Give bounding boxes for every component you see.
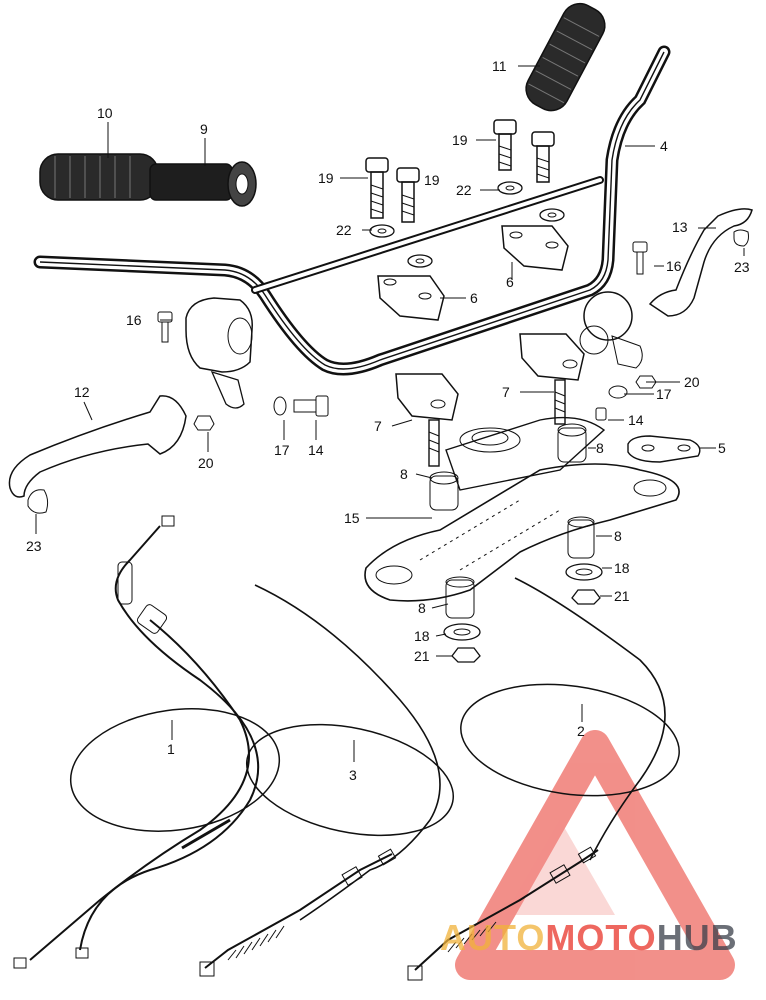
label-16-right: 16 xyxy=(666,258,682,274)
watermark-text: AUTOMOTOHUB xyxy=(440,917,738,958)
label-13: 13 xyxy=(672,219,688,235)
cushion-8-a xyxy=(429,471,459,511)
label-19-b: 19 xyxy=(318,170,334,186)
label-5: 5 xyxy=(718,440,726,456)
label-20-right: 20 xyxy=(684,374,700,390)
washer-18-right xyxy=(565,563,603,581)
label-17-right: 17 xyxy=(656,386,672,402)
handlebar xyxy=(33,45,671,376)
watermark-hub: HUB xyxy=(657,917,738,958)
watermark-auto: AUTO xyxy=(440,917,545,958)
label-12: 12 xyxy=(74,384,90,400)
throttle-cable-1 xyxy=(13,515,281,969)
left-grip xyxy=(39,153,159,201)
bolt-14-left xyxy=(293,395,329,417)
clutch-cable-3 xyxy=(199,584,455,977)
washer-22-right-a xyxy=(497,181,523,195)
nut-21-left xyxy=(451,647,481,663)
label-10: 10 xyxy=(97,105,113,121)
label-22-a: 22 xyxy=(456,182,472,198)
label-18-left: 18 xyxy=(414,628,430,644)
label-9: 9 xyxy=(200,121,208,137)
right-grip xyxy=(525,2,606,112)
lower-holder-7-left xyxy=(395,373,459,467)
nut-20-left xyxy=(193,415,215,431)
label-6-left: 6 xyxy=(470,290,478,306)
label-11: 11 xyxy=(492,58,507,74)
label-22-b: 22 xyxy=(336,222,352,238)
throttle-grip xyxy=(149,161,257,207)
label-19-a: 19 xyxy=(452,132,468,148)
top-bridge-15 xyxy=(364,416,680,602)
label-8-b: 8 xyxy=(596,440,604,456)
label-19-c: 19 xyxy=(424,172,440,188)
label-18-right: 18 xyxy=(614,560,630,576)
washer-22-right-b xyxy=(539,208,565,222)
washer-17-right xyxy=(608,385,628,399)
label-21-left: 21 xyxy=(414,648,430,664)
washer-22-left xyxy=(369,224,395,238)
cushion-8-c xyxy=(567,516,595,559)
bolt-19-left xyxy=(365,157,389,219)
label-7-right: 7 xyxy=(502,384,510,400)
label-1: 1 xyxy=(167,741,175,757)
left-lever-holder xyxy=(157,297,253,409)
watermark-moto: MOTO xyxy=(545,917,656,958)
label-8-d: 8 xyxy=(418,600,426,616)
label-20-left: 20 xyxy=(198,455,214,471)
label-16-left: 16 xyxy=(126,312,142,328)
upper-holder-6-right xyxy=(501,225,569,271)
washer-18-left xyxy=(443,623,481,641)
cushion-8-d xyxy=(445,576,475,619)
label-8-c: 8 xyxy=(614,528,622,544)
label-7-left: 7 xyxy=(374,418,382,434)
bolt-14-right xyxy=(595,407,607,421)
part-labels: 11 10 9 4 19 19 19 22 22 13 23 16 6 6 16… xyxy=(26,58,750,783)
label-6-right: 6 xyxy=(506,274,514,290)
washer-22-mid xyxy=(407,254,433,268)
label-17-left: 17 xyxy=(274,442,290,458)
cap-23-right xyxy=(733,229,749,247)
left-lever-12 xyxy=(8,395,187,498)
plate-5 xyxy=(627,435,701,463)
bolt-19-right-b xyxy=(531,131,555,183)
label-2: 2 xyxy=(577,723,585,739)
cap-23-left xyxy=(27,489,49,514)
label-15: 15 xyxy=(344,510,360,526)
label-14-left: 14 xyxy=(308,442,324,458)
right-lever-holder xyxy=(579,241,648,369)
label-21-right: 21 xyxy=(614,588,630,604)
front-brake-cable-2 xyxy=(407,577,680,981)
right-lever-13 xyxy=(648,208,753,317)
label-23-left: 23 xyxy=(26,538,42,554)
bolt-19-right-a xyxy=(493,119,517,171)
label-14-right: 14 xyxy=(628,412,644,428)
upper-holder-6-left xyxy=(377,275,445,321)
nut-20-right xyxy=(635,375,657,389)
svg-text:AUTOMOTOHUB: AUTOMOTOHUB xyxy=(440,917,738,958)
lower-holder-7-right xyxy=(519,333,585,425)
washer-17-left xyxy=(273,396,287,416)
label-3: 3 xyxy=(349,767,357,783)
nut-21-right xyxy=(571,589,601,605)
label-8-a: 8 xyxy=(400,466,408,482)
cushion-8-b xyxy=(557,423,587,463)
bolt-19-mid xyxy=(396,167,420,223)
leader-lines xyxy=(35,65,745,762)
label-4: 4 xyxy=(660,138,668,154)
label-23-right: 23 xyxy=(734,259,750,275)
